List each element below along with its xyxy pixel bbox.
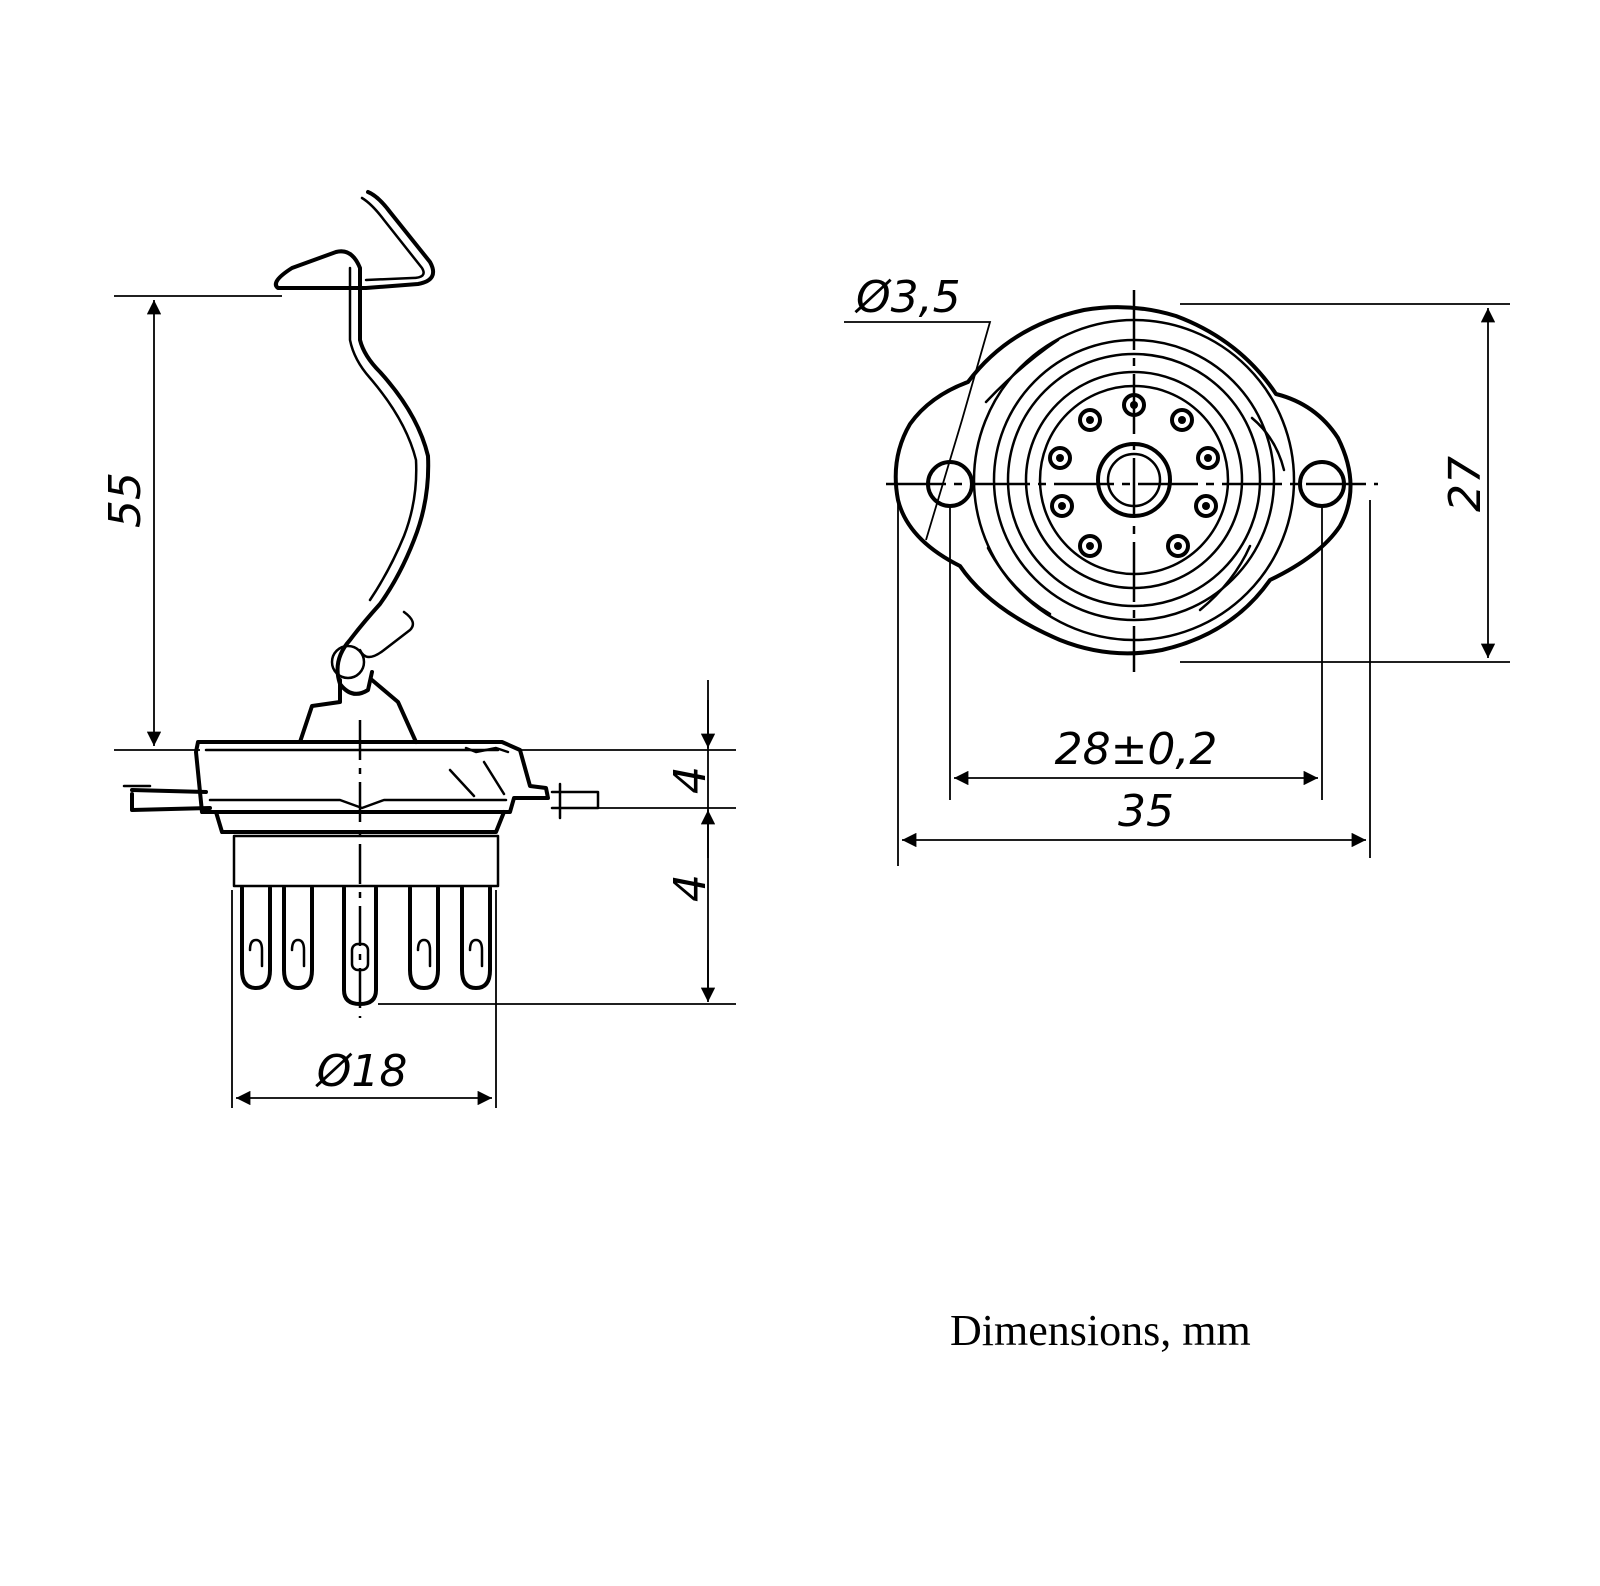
- pins: [240, 886, 492, 1006]
- dim-hole-spacing-label: 28±0,2: [1055, 724, 1218, 775]
- flange-outline: [893, 305, 1353, 656]
- retaining-clip: [273, 190, 435, 696]
- dim-27-label: 27: [1440, 456, 1491, 512]
- dim-diameter-label: Ø18: [315, 1046, 408, 1097]
- hole-leader: [844, 321, 992, 541]
- base-flange: [194, 740, 550, 814]
- clip-base: [298, 678, 418, 744]
- top-view: Ø3,5 27 28±0,2 35: [844, 272, 1510, 866]
- dim-55-label: 55: [100, 472, 151, 528]
- caption: Dimensions, mm: [950, 1306, 1251, 1355]
- dim-hole-label: Ø3,5: [854, 272, 961, 323]
- dim-flange-label: 4: [665, 766, 716, 794]
- dim-width-label: 35: [1118, 786, 1174, 837]
- dim-body-label: 4: [665, 874, 716, 902]
- pin-body: [232, 834, 500, 888]
- side-view: 55 4 4 Ø18: [100, 190, 736, 1108]
